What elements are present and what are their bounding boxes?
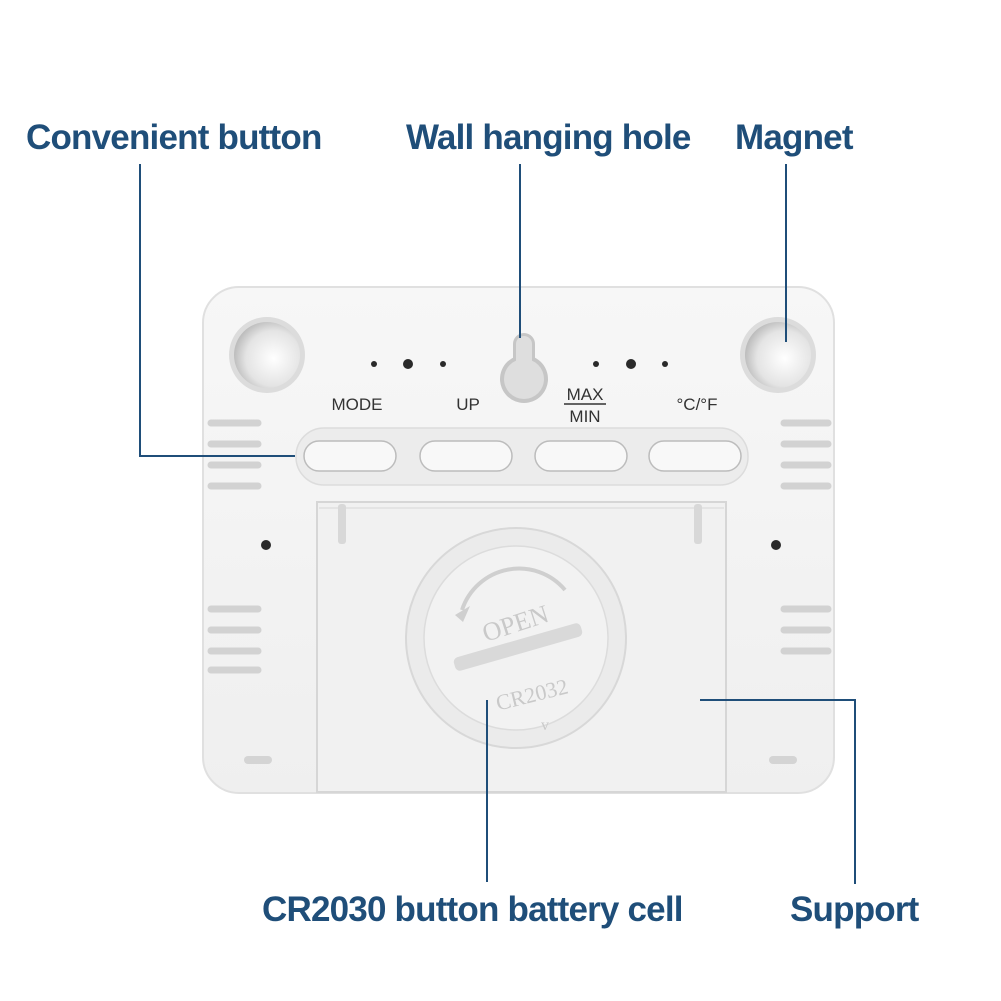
vent-grooves-right-bottom [780, 605, 832, 655]
indicator-dots-left [371, 359, 446, 369]
vent-grooves-right-top [780, 419, 832, 490]
vent-grooves-left-bottom [207, 605, 262, 674]
screw-dot-right [771, 540, 781, 550]
callout-convenient-button: Convenient button [26, 118, 322, 157]
mode-button[interactable] [303, 440, 397, 472]
battery-cover[interactable] [405, 527, 627, 749]
callout-magnet: Magnet [735, 118, 854, 157]
callout-wall-hanging-hole: Wall hanging hole [406, 118, 691, 157]
magnet-left [229, 317, 305, 393]
unit-toggle-button[interactable] [648, 440, 742, 472]
foot-slot-right [769, 756, 797, 764]
screw-dot-left [261, 540, 271, 550]
button-strip [295, 427, 749, 486]
magnet-right [740, 317, 816, 393]
max-label: MAX [567, 385, 604, 404]
callout-battery: CR2030 button battery cell [262, 890, 684, 929]
foot-slot-left [244, 756, 272, 764]
unit-label: °C/°F [677, 395, 718, 414]
vent-grooves-left-top [207, 419, 262, 490]
mode-label: MODE [332, 395, 383, 414]
wall-hanging-hole [500, 333, 548, 403]
callout-support: Support [790, 890, 919, 929]
leader-line-support [700, 699, 856, 884]
leader-line-convenient-button [139, 164, 295, 457]
max-min-button[interactable] [534, 440, 628, 472]
min-label: MIN [569, 407, 600, 426]
battery-direction-mark: v [541, 717, 549, 734]
up-label: UP [456, 395, 480, 414]
indicator-dots-right [593, 359, 668, 369]
up-button[interactable] [419, 440, 513, 472]
